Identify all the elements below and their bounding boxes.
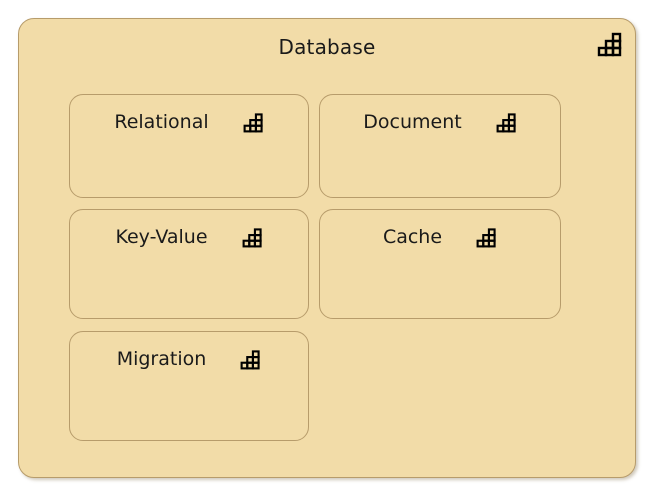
node-document[interactable]: Document [319, 94, 561, 198]
package-stair-step-icon [597, 31, 623, 57]
package-stair-step-icon [496, 112, 517, 133]
node-key-value[interactable]: Key-Value [69, 209, 309, 319]
node-header: Key-Value [70, 224, 308, 250]
node-label: Relational [114, 111, 209, 133]
package-stair-step-icon [476, 227, 497, 248]
node-header: Document [320, 109, 560, 135]
node-label: Key-Value [115, 226, 208, 248]
node-label: Migration [116, 348, 207, 370]
package-stair-step-icon [240, 349, 261, 370]
node-label: Cache [382, 226, 443, 248]
node-header: Relational [70, 109, 308, 135]
node-label: Document [363, 111, 462, 133]
package-stair-step-icon [243, 112, 264, 133]
package-database[interactable]: Database Relational [18, 18, 636, 478]
node-header: Migration [70, 346, 308, 372]
node-header: Cache [320, 224, 560, 250]
node-migration[interactable]: Migration [69, 331, 309, 441]
package-title: Database [278, 35, 376, 59]
node-relational[interactable]: Relational [69, 94, 309, 198]
node-cache[interactable]: Cache [319, 209, 561, 319]
package-stair-step-icon [242, 227, 263, 248]
